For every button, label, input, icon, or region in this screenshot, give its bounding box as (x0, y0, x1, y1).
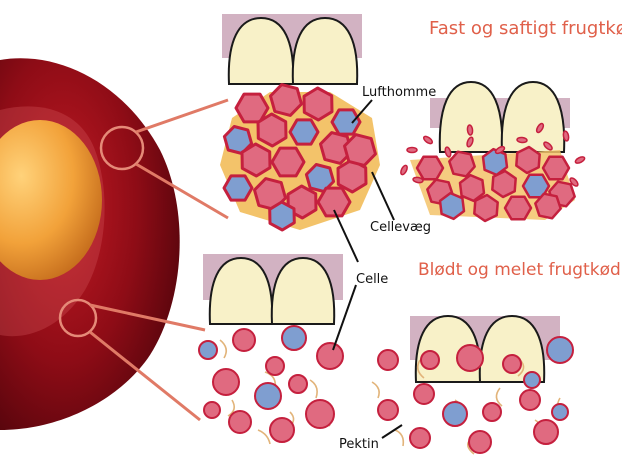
cell (242, 144, 270, 176)
cell (229, 411, 251, 433)
juice-fragment (574, 156, 585, 165)
cell (213, 369, 239, 395)
cell (469, 431, 491, 453)
air-pocket (332, 110, 360, 134)
cell (270, 418, 294, 442)
cell (233, 329, 255, 351)
cell (271, 85, 302, 116)
cell (266, 357, 284, 375)
cell (543, 157, 569, 180)
cell (505, 197, 531, 220)
cell (474, 195, 497, 221)
juice-fragment (400, 164, 409, 175)
label-cell-wall: Cellevæg (370, 220, 431, 235)
title-firm-flesh: Fast og saftigt frugtkød (429, 18, 622, 39)
cell (272, 148, 304, 176)
juice-fragment (407, 148, 417, 153)
pectin-strand (395, 430, 403, 446)
cell (204, 402, 220, 418)
air-pocket (224, 176, 252, 200)
teeth-icon (430, 82, 570, 152)
cell (516, 147, 539, 173)
tooth (502, 82, 564, 152)
cell (534, 420, 558, 444)
cell (304, 88, 332, 120)
air-pocket (443, 402, 467, 426)
cell (457, 345, 483, 371)
cell (306, 400, 334, 428)
cell (345, 135, 376, 166)
cell (410, 428, 430, 448)
air-pocket (199, 341, 217, 359)
cell (520, 390, 540, 410)
pectin-strand (310, 380, 317, 398)
cell-cluster-diagram (220, 85, 380, 230)
teeth-icon (222, 14, 362, 84)
air-pocket (255, 383, 281, 409)
cell (289, 375, 307, 393)
juice-fragment (517, 137, 527, 143)
air-pocket (290, 120, 318, 144)
juice-fragment (423, 135, 434, 145)
pectin-strand (220, 340, 226, 358)
cell (417, 157, 443, 180)
cell (317, 343, 343, 369)
air-pocket (524, 372, 540, 388)
air-pocket (440, 193, 464, 219)
pectin-strand (372, 382, 379, 398)
label-pectin: Pektin (339, 437, 379, 452)
cell (483, 403, 501, 421)
cell (258, 114, 286, 146)
cell (421, 351, 439, 369)
air-pocket (547, 337, 573, 363)
title-soft-flesh: Blødt og melet frugtkød (418, 260, 621, 280)
cell (449, 152, 474, 177)
teeth-icon (203, 254, 343, 324)
cell (535, 194, 560, 219)
cell (503, 355, 521, 373)
label-cell: Celle (356, 272, 388, 287)
air-pocket (552, 404, 568, 420)
juice-fragment (467, 125, 473, 135)
cell (492, 171, 515, 197)
pectin-strand (496, 388, 502, 406)
cherry-photo (0, 58, 180, 430)
air-pocket (282, 326, 306, 350)
teeth-icon (410, 316, 560, 382)
cell (378, 350, 398, 370)
air-pocket (270, 202, 295, 230)
label-air-pocket: Lufthomme (362, 85, 436, 100)
cell (378, 400, 398, 420)
pectin-strand (258, 430, 270, 444)
cell (414, 384, 434, 404)
